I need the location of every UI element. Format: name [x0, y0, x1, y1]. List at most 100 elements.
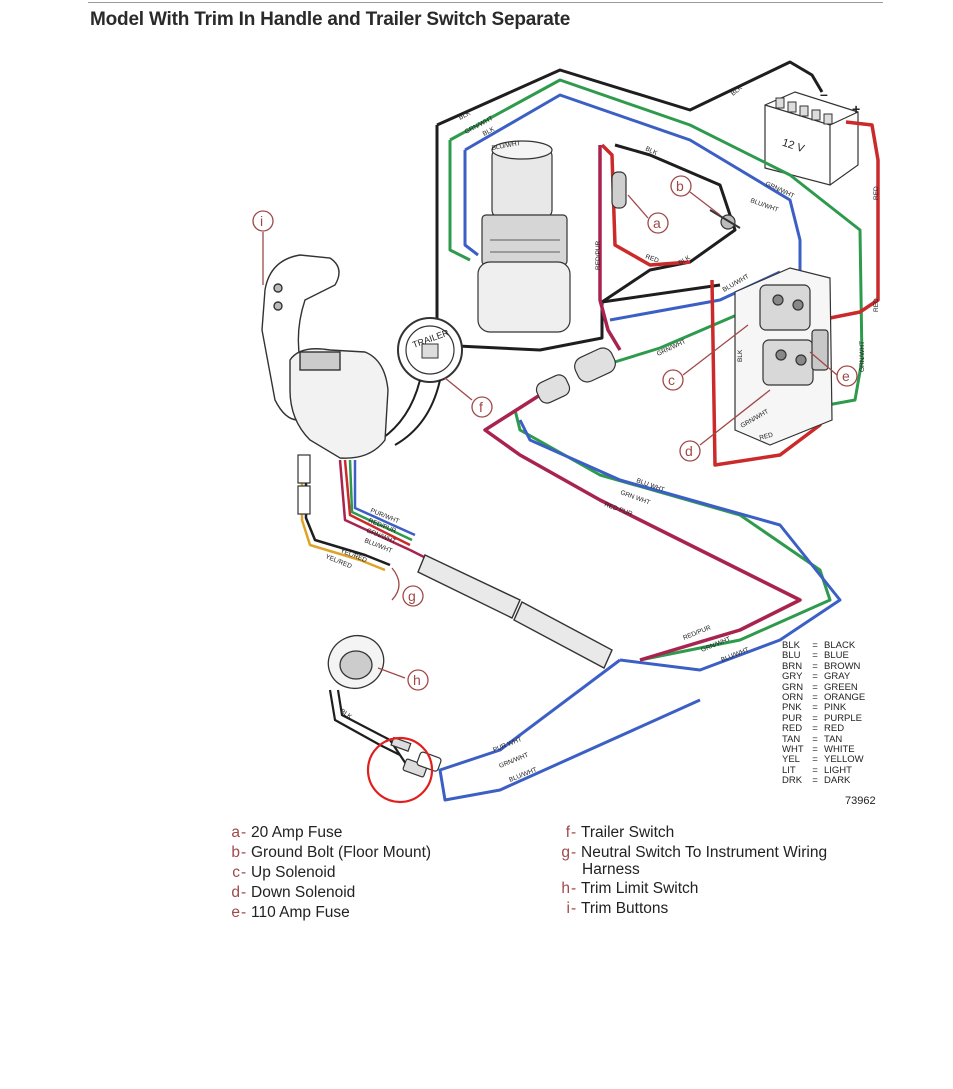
key-list-right: f-Trailer Switch g-Neutral Switch To Ins…: [548, 823, 827, 919]
legend-abbr: ORN: [782, 692, 804, 704]
legend-name: LIGHT: [824, 764, 852, 776]
trailer-switch: TRAILER: [357, 317, 463, 451]
key-item: c-Up Solenoid: [218, 863, 431, 883]
key-item: d-Down Solenoid: [218, 883, 431, 903]
trim-pump-motor: [477, 140, 571, 333]
legend-name: WHITE: [824, 744, 855, 756]
legend-abbr: TAN: [782, 733, 801, 745]
handle-cable-sleeve: [297, 454, 311, 484]
legend-row: TAN=TAN: [782, 733, 843, 745]
battery-plus: +: [852, 101, 860, 117]
control-handle: [261, 254, 389, 459]
legend-name: PINK: [824, 702, 847, 714]
callout-arrows: [262, 191, 838, 679]
key-letter: h: [561, 880, 570, 897]
label-red-battery: RED: [873, 186, 880, 200]
key-text: Neutral Switch To Instrument Wiring: [581, 844, 828, 861]
trim-limit-switch: [327, 634, 411, 771]
key-item: g-Neutral Switch To Instrument Wiring: [548, 843, 827, 863]
legend-abbr: BLK: [782, 640, 800, 651]
legend-abbr: PNK: [782, 702, 802, 714]
battery-minus: –: [820, 86, 828, 102]
key-letter: e: [231, 904, 240, 921]
legend-abbr: DRK: [782, 775, 803, 787]
key-letter: g: [561, 844, 570, 861]
legend-abbr: YEL: [782, 754, 800, 766]
label-blu-wht-top: BLU/WHT: [491, 140, 521, 152]
legend-row: GRY=GRAY: [782, 671, 851, 683]
callout-d: d: [685, 443, 693, 459]
legend-name: BLUE: [824, 650, 849, 662]
legend-name: DARK: [824, 775, 851, 787]
legend-abbr: WHT: [782, 744, 804, 756]
key-letter: d: [231, 884, 240, 901]
black-wires: [435, 60, 824, 352]
purple-red-wires: [483, 145, 802, 662]
key-text: Ground Bolt (Floor Mount): [251, 844, 432, 861]
key-text: Trim Limit Switch: [581, 880, 699, 897]
legend-row: RED=RED: [782, 723, 845, 735]
ground-bolt: [709, 209, 741, 230]
key-text: 110 Amp Fuse: [251, 904, 350, 921]
key-text: Trim Buttons: [581, 900, 669, 917]
label-blk-mid: BLK: [678, 254, 693, 267]
legend-abbr: PUR: [782, 712, 803, 724]
legend-row: GRN=GREEN: [782, 681, 858, 693]
label-red-pur-route: RED PUR: [603, 501, 633, 518]
battery: 12 V + –: [764, 86, 860, 186]
callout-e: e: [842, 368, 850, 384]
legend-row: ORN=ORANGE: [782, 692, 866, 704]
key-item: i-Trim Buttons: [548, 899, 827, 919]
fuse-20-amp: [611, 171, 627, 209]
key-letter: a: [231, 824, 240, 841]
highlight-circle: [366, 736, 434, 804]
label-grn-wht-route: GRN WHT: [619, 489, 651, 506]
limit-switch-connector: [390, 736, 442, 778]
callout-f: f: [479, 399, 483, 415]
key-letter: i: [566, 900, 570, 917]
key-item: e-110 Amp Fuse: [218, 903, 431, 923]
key-text-continued: Harness: [582, 861, 640, 878]
legend-name: TAN: [824, 733, 843, 745]
key-text: 20 Amp Fuse: [251, 824, 343, 841]
label-grn-wht-right: GRN/WHT: [764, 180, 795, 199]
solenoid-bracket: [734, 267, 833, 446]
legend-name: ORANGE: [824, 692, 866, 704]
harness-connector: [535, 347, 616, 404]
legend-name: BLACK: [824, 640, 856, 651]
label-red-battery2: RED: [873, 298, 880, 312]
handle-harness-wires: [300, 455, 431, 572]
top-rule: [88, 2, 883, 3]
color-legend: BLK=BLACK BLU=BLUE BRN=BROWN GRY=GRAY GR…: [782, 640, 866, 787]
label-grn-wht-bottom: GRN/WHT: [498, 752, 529, 770]
label-red-sol: RED: [759, 432, 774, 442]
key-text: Down Solenoid: [251, 884, 356, 901]
legend-row: YEL=YELLOW: [782, 754, 864, 766]
legend-abbr: GRY: [782, 671, 803, 683]
diagram-title: Model With Trim In Handle and Trailer Sw…: [90, 9, 571, 30]
key-text: Trailer Switch: [581, 824, 675, 841]
callouts: a b c d e f g h i: [252, 175, 858, 691]
callout-g: g: [408, 588, 416, 604]
label-blu-wht-right: BLU/WHT: [749, 197, 779, 214]
key-letter: f: [565, 824, 570, 841]
legend-row: BLK=BLACK: [782, 640, 856, 651]
legend-name: PURPLE: [824, 712, 863, 724]
label-blu-wht-low: BLU/WHT: [720, 646, 750, 663]
legend-name: RED: [824, 723, 845, 735]
figure-number: 73962: [845, 795, 876, 807]
label-red-pur-vert: RED/PUR: [595, 240, 602, 270]
harness-tube: [417, 554, 613, 669]
handle-cable-sleeve-2: [297, 485, 311, 515]
key-text: Up Solenoid: [251, 864, 336, 881]
legend-abbr: GRN: [782, 681, 804, 693]
legend-row: LIT=LIGHT: [782, 764, 852, 776]
legend-name: YELLOW: [824, 754, 864, 766]
label-pur-wht-bottom: PUR WHT: [492, 736, 523, 754]
callout-c: c: [668, 372, 675, 388]
key-item: h-Trim Limit Switch: [548, 879, 827, 899]
legend-row: DRK=DARK: [782, 775, 851, 787]
label-blk-sol: BLK: [737, 349, 744, 362]
label-red-a: RED: [644, 253, 660, 264]
legend-row: BLU=BLUE: [782, 650, 849, 662]
